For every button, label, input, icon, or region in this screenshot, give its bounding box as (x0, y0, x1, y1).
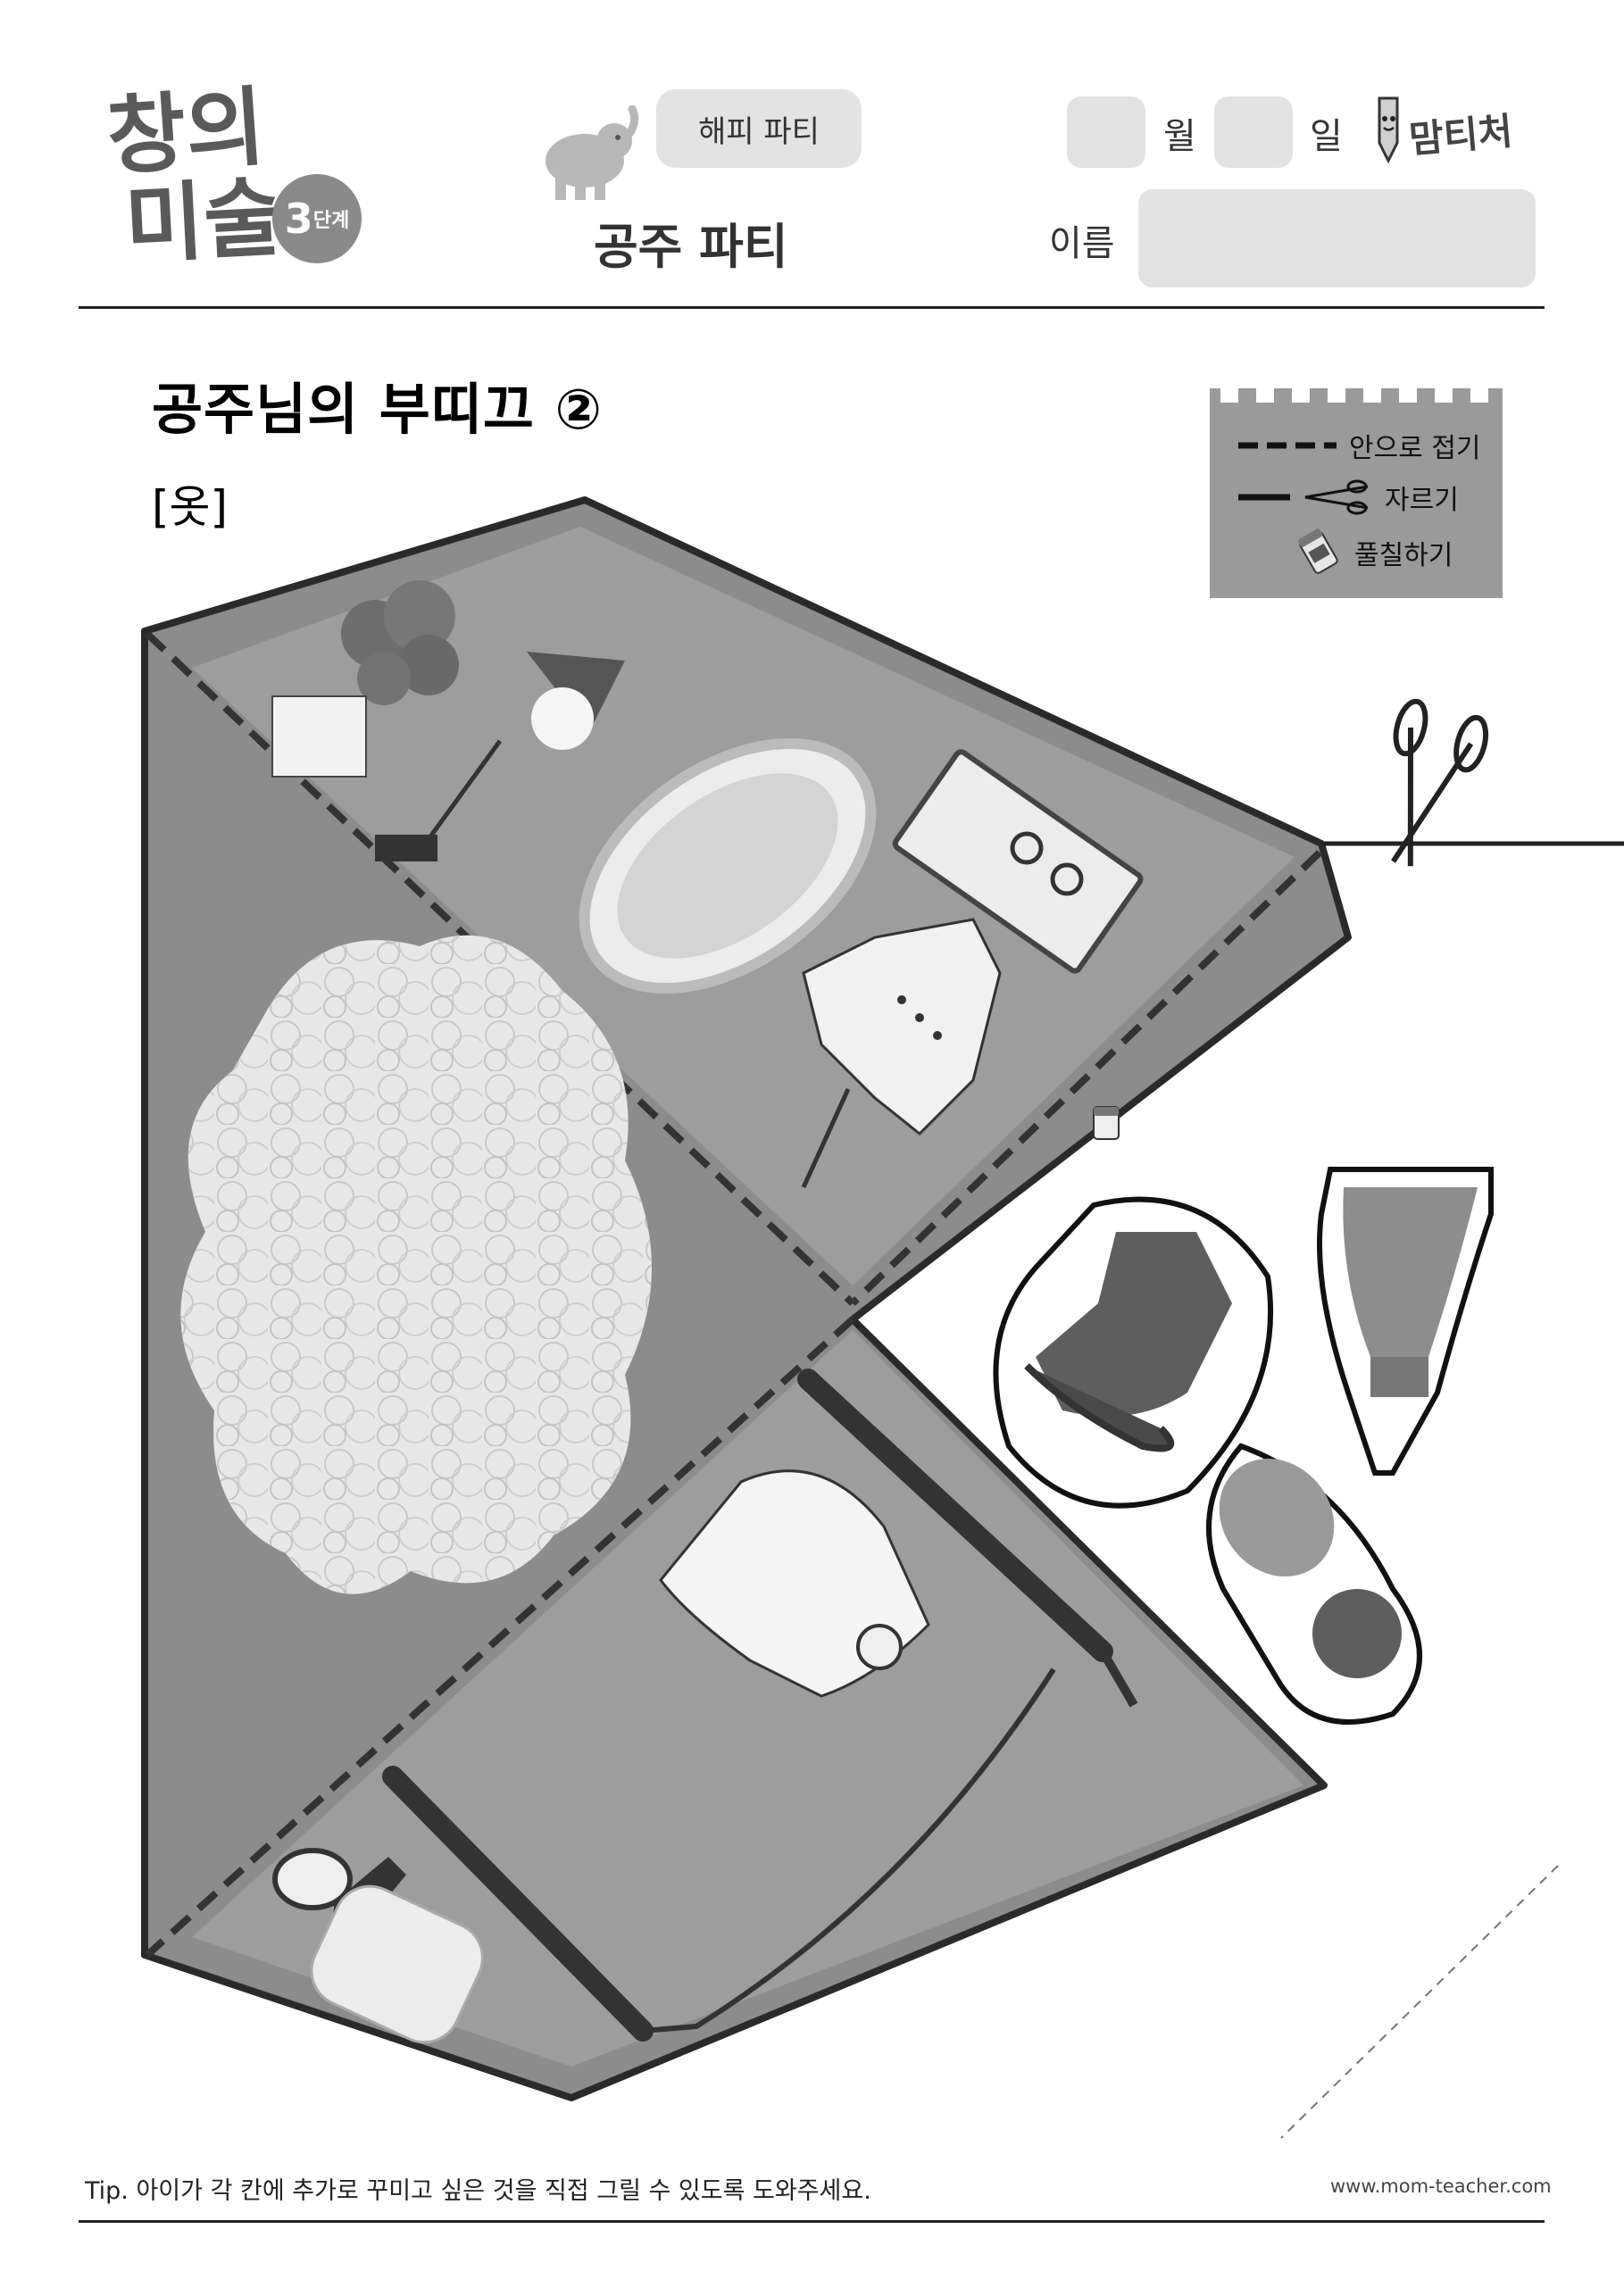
sticker-brush-outfit (1206, 1443, 1422, 1725)
dress-icon (659, 1469, 930, 1698)
lamp-icon (375, 652, 625, 861)
day-field[interactable] (1214, 96, 1293, 168)
glue-icon (1093, 1106, 1120, 1140)
pencil-mascot-icon (1366, 94, 1411, 165)
guide-line (1280, 1865, 1559, 2139)
footer-tip: Tip. 아이가 각 칸에 추가로 꾸미고 싶은 것을 직접 그릴 수 있도록 … (85, 2177, 871, 2205)
legend-fold-label: 안으로 접기 (1349, 433, 1481, 464)
sticker-dress-top (993, 1196, 1274, 1509)
sticker-gown (1317, 1167, 1494, 1476)
worksheet-title: 공주님의 부띠끄 ② (152, 377, 603, 442)
legend-glue-label: 풀칠하기 (1354, 540, 1453, 571)
theme-pill: 해피 파티 (656, 89, 862, 168)
legend-glue: 풀칠하기 (1292, 528, 1453, 578)
logo-badge-number: 3 (284, 195, 313, 243)
fold-line-bottom (145, 1317, 855, 1958)
footer-url[interactable]: www.mom-teacher.com (1330, 2175, 1552, 2197)
logo-badge-label: 단계 (312, 210, 350, 232)
legend: 안으로 접기 자르기 풀칠하기 (1210, 388, 1503, 598)
jacket-on-stand-icon (801, 918, 1002, 1189)
flower-bush-icon (341, 580, 459, 705)
logo: 창의 미술 3 단계 (103, 77, 371, 295)
page-subtitle: 공주 파티 (594, 219, 788, 275)
scissors-icon (1390, 698, 1489, 867)
month-field[interactable] (1067, 96, 1145, 168)
legend-cut-label: 자르기 (1385, 485, 1459, 516)
elephant-icon (536, 104, 643, 204)
name-field[interactable] (1138, 189, 1536, 287)
rug-icon (310, 1884, 484, 2044)
name-label: 이름 (1049, 223, 1115, 264)
mirror-icon (579, 737, 877, 994)
header-divider (79, 306, 1545, 309)
footer-divider (79, 2220, 1545, 2223)
section-label: [옷] (152, 481, 229, 533)
clothes-rack-icon (382, 1368, 1138, 2042)
scissors-icon (1304, 479, 1369, 515)
month-label: 월 (1163, 116, 1196, 157)
lower-panel (192, 1330, 1303, 2067)
legend-fold: 안으로 접기 (1238, 426, 1481, 465)
fold-line-right (850, 850, 1322, 1306)
jewel-frame-icon (892, 749, 1144, 974)
fold-line-icon (1238, 442, 1337, 449)
legend-cut: 자르기 (1238, 478, 1459, 517)
flower-pot (271, 695, 367, 778)
glue-icon (1297, 528, 1338, 574)
logo-badge: 3 단계 (272, 174, 362, 263)
day-label: 일 (1310, 116, 1343, 157)
